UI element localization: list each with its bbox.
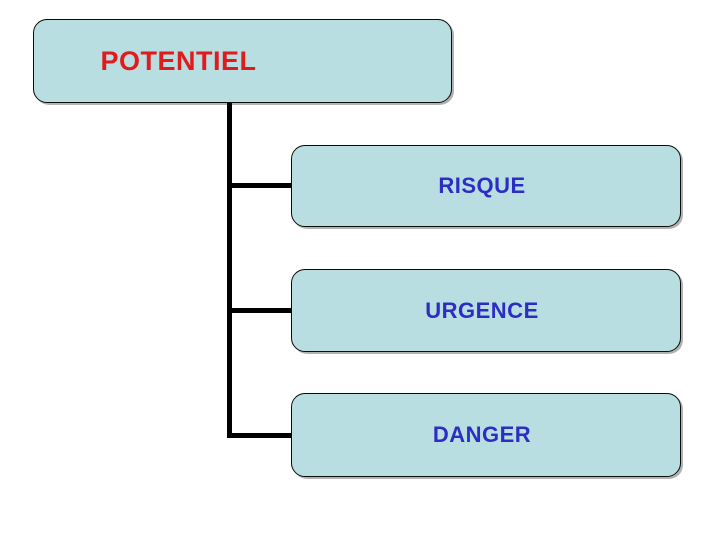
- trunk-line: [227, 100, 232, 438]
- node-potentiel-label: POTENTIEL: [100, 45, 257, 76]
- node-urgence[interactable]: URGENCE: [291, 269, 681, 352]
- branch-line-danger: [227, 433, 293, 438]
- branch-line-risque: [227, 183, 293, 188]
- node-risque-label: RISQUE: [438, 173, 526, 198]
- branch-line-urgence: [227, 308, 293, 313]
- node-urgence-label: URGENCE: [425, 297, 539, 323]
- node-danger-label: DANGER: [432, 422, 532, 447]
- node-risque[interactable]: RISQUE: [291, 145, 681, 227]
- node-danger[interactable]: DANGER: [291, 393, 681, 477]
- node-potentiel[interactable]: POTENTIEL: [33, 19, 452, 103]
